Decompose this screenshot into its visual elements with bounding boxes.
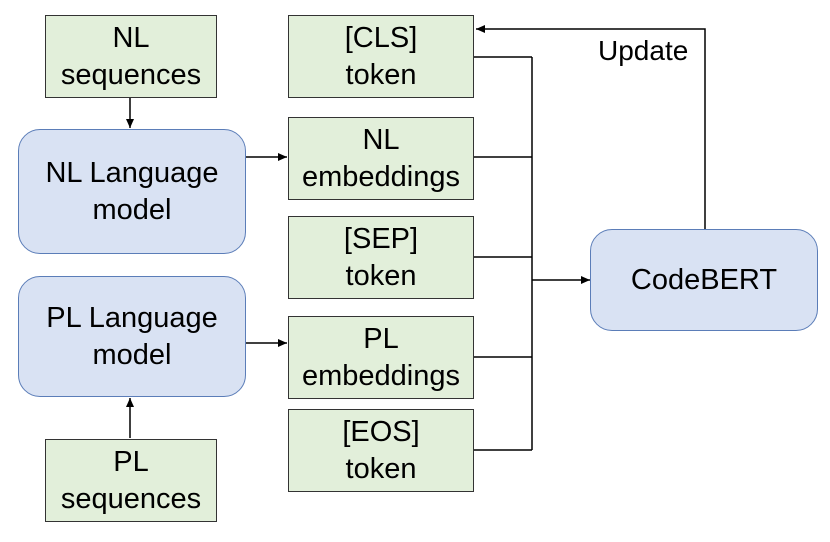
nl-sequences-label: NL sequences <box>60 21 202 91</box>
codebert-box: CodeBERT <box>590 229 818 331</box>
pl-embeddings-box: PL embeddings <box>288 316 474 399</box>
codebert-label: CodeBERT <box>630 263 778 296</box>
update-feedback-line <box>476 25 706 229</box>
pl-language-model-label: PL Language model <box>46 301 218 371</box>
nl-sequences-box: NL sequences <box>45 15 217 98</box>
pl-sequences-box: PL sequences <box>45 439 217 522</box>
eos-token-box: [EOS] token <box>288 409 474 492</box>
nl-embeddings-box: NL embeddings <box>288 117 474 200</box>
nl-language-model-label: NL Language model <box>45 156 219 226</box>
nl-language-model-box: NL Language model <box>18 129 246 254</box>
nl-embeddings-label: NL embeddings <box>302 123 460 193</box>
eos-token-label: [EOS] token <box>342 415 420 485</box>
cls-token-label: [CLS] token <box>344 21 418 91</box>
sep-token-label: [SEP] token <box>343 222 419 292</box>
pl-sequences-label: PL sequences <box>60 445 202 515</box>
update-edge-label: Update <box>598 35 689 66</box>
pl-language-model-box: PL Language model <box>18 276 246 397</box>
pl-embeddings-label: PL embeddings <box>302 322 460 392</box>
cls-token-box: [CLS] token <box>288 15 474 98</box>
sep-token-box: [SEP] token <box>288 216 474 299</box>
